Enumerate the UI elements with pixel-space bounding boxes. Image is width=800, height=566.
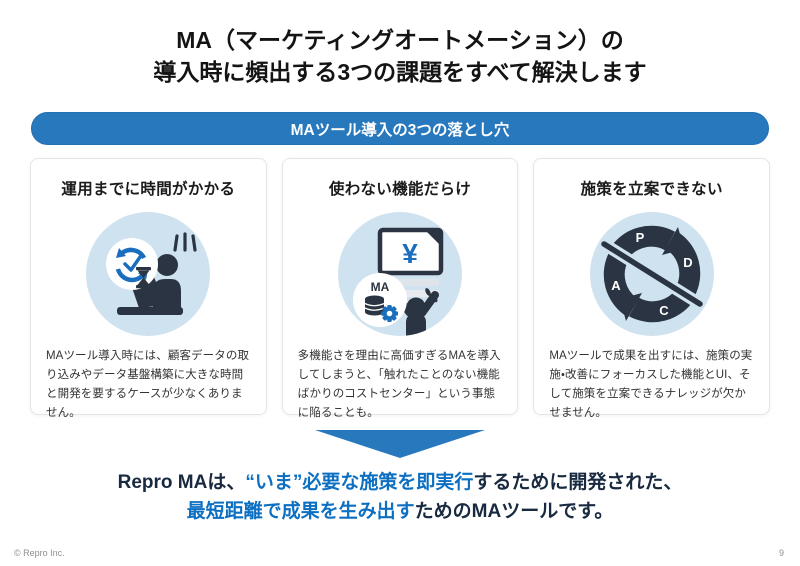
pitfall-card-no-planning: 施策を立案できない [533, 158, 771, 419]
pitfalls-banner: MAツール導入の3つの落とし穴 [31, 112, 769, 146]
conclusion-line2: 最短距離で成果を生み出すためのMAツールです。 [0, 498, 800, 526]
pdca-letter-d: D [683, 255, 692, 270]
page-number: 9 [778, 548, 784, 558]
card-heading: 施策を立案できない [580, 181, 723, 199]
card-description: 多機能さを理由に高価すぎるMAを導入してしまうと、「触れたことのない機能ばかりの… [297, 350, 501, 419]
conclusion-segment: ためのMAツールです。 [414, 500, 614, 522]
pitfalls-banner-label: MAツール導入の3つの落とし穴 [290, 121, 510, 139]
database-cylinder [364, 295, 385, 316]
down-arrow [315, 430, 485, 459]
pitfall-cards-row: 運用までに時間がかかる [30, 158, 771, 419]
card-heading: 使わない機能だらけ [328, 181, 472, 199]
ma-label: MA [371, 280, 390, 294]
card-description: MAツール導入時には、顧客データの取り込みやデータ基盤構築に大きな時間と開発を要… [46, 350, 250, 419]
slide-title: MA（マーケティングオートメーション）の 導入時に頻出する3つの課題をすべて解決… [0, 0, 800, 88]
conclusion-line1: Repro MAは、“いま”必要な施策を即実行するために開発された、 [0, 469, 800, 497]
conclusion-segment: Repro MAは、 [117, 472, 246, 494]
slide-title-line1: MA（マーケティングオートメーション）の [176, 27, 624, 53]
pdca-letter-p: P [635, 230, 644, 245]
conclusion-highlight: “いま”必要な施策を即実行 [245, 472, 474, 494]
pdca-letter-a: A [611, 278, 621, 293]
pdca-letter-c: C [659, 303, 669, 318]
slide-title-line2: 導入時に頻出する3つの課題をすべて解決します [153, 58, 647, 85]
pdca-cycle-crossed-out-icon: P D C A [589, 212, 714, 337]
slide-footer: © Repro Inc. 9 [14, 548, 784, 558]
pitfall-card-setup-time: 運用までに時間がかかる [30, 158, 267, 419]
conclusion-segment: するために開発された、 [473, 472, 683, 494]
gear [381, 305, 398, 323]
hourglass-clock-person-laptop-icon [86, 212, 211, 337]
conclusion-highlight: 最短距離で成果を生み出す [186, 500, 415, 522]
expensive-yen-banknote-overwhelmed-person-icon: ¥ MA [338, 212, 462, 337]
copyright: © Repro Inc. [14, 548, 65, 558]
card-description: MAツールで成果を出すには、施策の実施・改善にフォーカスした機能とUI、そして施… [549, 350, 753, 419]
card-heading: 運用までに時間がかかる [61, 181, 236, 199]
yen-symbol: ¥ [402, 238, 418, 269]
pitfall-card-unused-features: 使わない機能だらけ ¥ [281, 158, 519, 419]
slash [600, 239, 703, 310]
conclusion-text: Repro MAは、“いま”必要な施策を即実行するために開発された、 最短距離で… [0, 469, 800, 525]
